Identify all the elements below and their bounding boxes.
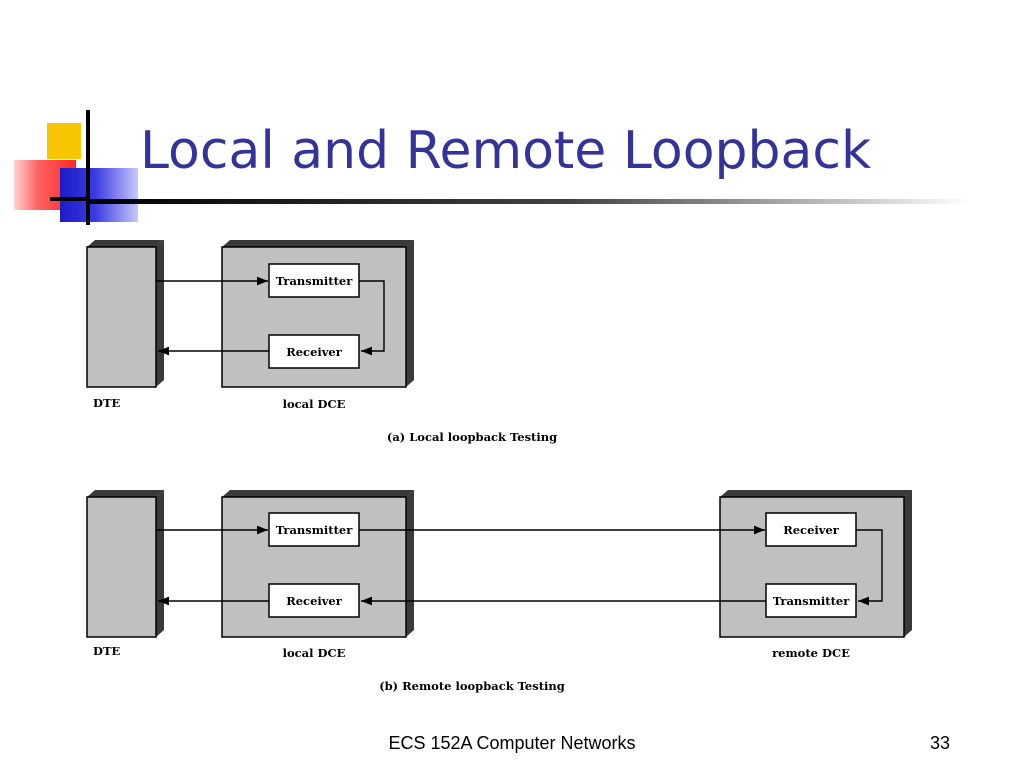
logo-horizontal-line [50, 197, 86, 201]
receiver-label: Receiver [286, 345, 343, 359]
transmitter-box: Transmitter [268, 263, 360, 298]
remote-receiver-label: Receiver [783, 523, 840, 537]
remote-receiver-box: Receiver [765, 512, 857, 547]
remote-transmitter-label: Transmitter [773, 594, 851, 608]
slide-logo-decoration [0, 100, 140, 230]
local-dce-label-remote: local DCE [283, 646, 346, 660]
transmitter-label: Transmitter [276, 274, 354, 288]
local-transmitter-box: Transmitter [268, 512, 360, 547]
dte-label-remote: DTE [93, 644, 121, 658]
remote-transmitter-box: Transmitter [765, 583, 857, 618]
yellow-square-icon [47, 123, 81, 159]
dte-box [86, 240, 164, 388]
slide-title: Local and Remote Loopback [140, 121, 872, 181]
dte-box-remote [86, 490, 164, 638]
local-transmitter-label: Transmitter [276, 523, 354, 537]
remote-loopback-arrow [856, 529, 883, 606]
local-loopback-caption: (a) Local loopback Testing [387, 430, 557, 444]
local-dce-label: local DCE [283, 397, 346, 411]
footer-course: ECS 152A Computer Networks [388, 733, 636, 753]
title-underline [90, 199, 970, 204]
local-receiver-label: Receiver [286, 594, 343, 608]
local-loopback-diagram: Transmitter Receiver DTE local DCE (a) L… [86, 240, 557, 444]
local-loopback-arrow [359, 280, 385, 356]
blue-square-icon [60, 168, 138, 222]
remote-loopback-caption: (b) Remote loopback Testing [379, 679, 565, 693]
local-receiver-box: Receiver [268, 583, 360, 618]
receiver-box: Receiver [268, 334, 360, 369]
remote-loopback-diagram: Transmitter Receiver Receiver Transmitte… [86, 490, 912, 693]
page-number: 33 [930, 733, 951, 753]
remote-dce-label: remote DCE [772, 646, 850, 660]
logo-vertical-line [86, 110, 90, 225]
dte-label: DTE [93, 396, 121, 410]
